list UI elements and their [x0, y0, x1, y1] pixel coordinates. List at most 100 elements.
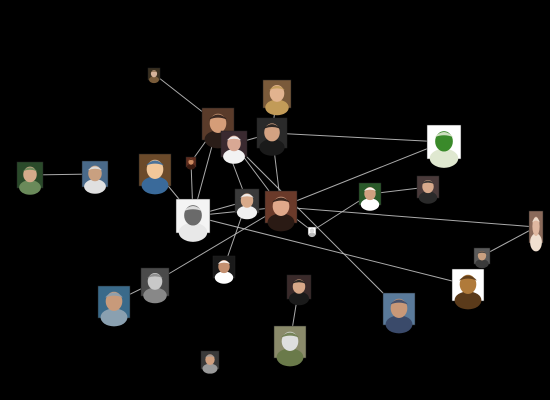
avatar-face [147, 273, 163, 290]
avatar-man-glasses-small[interactable] [147, 67, 161, 84]
avatar-body [418, 191, 438, 204]
avatar-face [459, 274, 477, 294]
avatar-hair [459, 275, 477, 281]
avatar-body [214, 271, 234, 284]
avatar-hair [240, 193, 254, 198]
avatar-hair [146, 160, 164, 166]
avatar-man-blue-shirt[interactable] [382, 292, 416, 334]
avatar-ghost-tiny[interactable] [307, 226, 317, 238]
avatar-face [422, 179, 434, 194]
avatar-body [84, 179, 106, 194]
avatar-body [100, 308, 128, 327]
avatar-woman-dark-hair[interactable] [220, 130, 248, 164]
avatar-hair [532, 217, 540, 223]
avatar-face [188, 158, 194, 165]
avatar-body [186, 164, 196, 170]
avatar-body [223, 149, 245, 164]
avatar-hair [292, 279, 306, 284]
avatar-cartoon-creature[interactable] [451, 268, 485, 310]
avatar-sketch-drawing[interactable] [175, 198, 211, 242]
avatar-face [269, 85, 285, 102]
avatar-hair [217, 260, 231, 264]
avatar-face [532, 216, 540, 236]
avatar-face [292, 279, 306, 294]
avatar-hair [309, 228, 315, 230]
avatar-man-green-shirt[interactable] [358, 182, 382, 211]
avatar-man-small-red[interactable] [185, 156, 197, 170]
avatar-body [454, 291, 482, 310]
avatar-hair [87, 166, 103, 171]
avatar-woman-center[interactable] [264, 190, 298, 232]
avatar-man-outdoor[interactable] [16, 161, 44, 195]
avatar-man-sunglasses-small[interactable] [200, 350, 220, 374]
avatar-body [308, 232, 316, 238]
avatar-hair [421, 180, 435, 184]
avatar-body [265, 99, 289, 116]
avatar-man-laughing[interactable] [286, 274, 312, 306]
avatar-hair [434, 131, 454, 138]
avatar-face [364, 186, 376, 201]
avatar-body [276, 348, 304, 367]
avatar-face [88, 165, 102, 182]
avatar-hair [390, 299, 408, 305]
avatar-man-dark-small[interactable] [212, 255, 236, 284]
avatar-cartoon-bearded[interactable] [138, 153, 172, 195]
avatar-woman-blonde[interactable] [262, 79, 292, 116]
avatar-hair [363, 187, 377, 191]
avatar-face [390, 298, 408, 318]
avatar-face [227, 135, 241, 152]
avatar-body [530, 233, 542, 252]
graph-edge [280, 206, 537, 228]
avatar-hair [22, 167, 38, 172]
avatar-body [178, 222, 208, 242]
avatar-face [23, 166, 37, 183]
avatar-body [429, 148, 459, 168]
avatar-face [184, 205, 202, 226]
avatar-man-glasses-center[interactable] [234, 188, 260, 220]
avatar-plant-drawing[interactable] [426, 124, 462, 168]
avatar-face [209, 113, 227, 133]
graph-edge [233, 143, 400, 310]
graph-edge [481, 226, 537, 257]
avatar-hair [269, 85, 285, 91]
avatar-body [148, 76, 160, 84]
avatar-man-coast[interactable] [97, 285, 131, 327]
avatar-hair [147, 273, 163, 279]
avatar-body [202, 363, 218, 374]
avatar-hair [281, 332, 299, 338]
graph-edge [192, 215, 469, 286]
avatar-hair [105, 292, 123, 298]
avatar-goat[interactable] [273, 325, 307, 367]
avatar-hair [272, 197, 290, 203]
avatar-body [143, 287, 167, 304]
avatar-hair [209, 114, 227, 120]
avatar-face [150, 70, 158, 78]
avatar-man-smiling-buzz[interactable] [256, 117, 288, 156]
avatar-person-tiny[interactable] [473, 247, 491, 269]
avatar-body [385, 315, 413, 334]
avatar-body [475, 259, 489, 269]
graph-edge [271, 132, 445, 143]
avatar-hair [150, 70, 158, 73]
avatar-face [146, 159, 164, 179]
avatar-body [288, 291, 310, 306]
avatar-face [264, 123, 280, 142]
graph-edge [154, 206, 282, 283]
avatar-man-smiling-glasses[interactable] [416, 175, 440, 204]
avatar-face [105, 291, 123, 311]
avatar-body [267, 213, 295, 232]
avatar-body [236, 205, 258, 220]
avatar-face [309, 228, 315, 234]
avatar-face [240, 193, 254, 208]
avatar-face [477, 250, 487, 261]
avatar-woman-edge[interactable] [528, 210, 544, 252]
avatar-man-sunglasses[interactable] [81, 160, 109, 194]
avatar-face [205, 354, 215, 366]
avatar-face [272, 196, 290, 216]
avatar-body [259, 139, 285, 156]
avatar-face [281, 331, 299, 351]
avatar-man-gray[interactable] [140, 267, 170, 304]
avatar-hair [183, 205, 203, 212]
avatar-body [141, 176, 169, 195]
